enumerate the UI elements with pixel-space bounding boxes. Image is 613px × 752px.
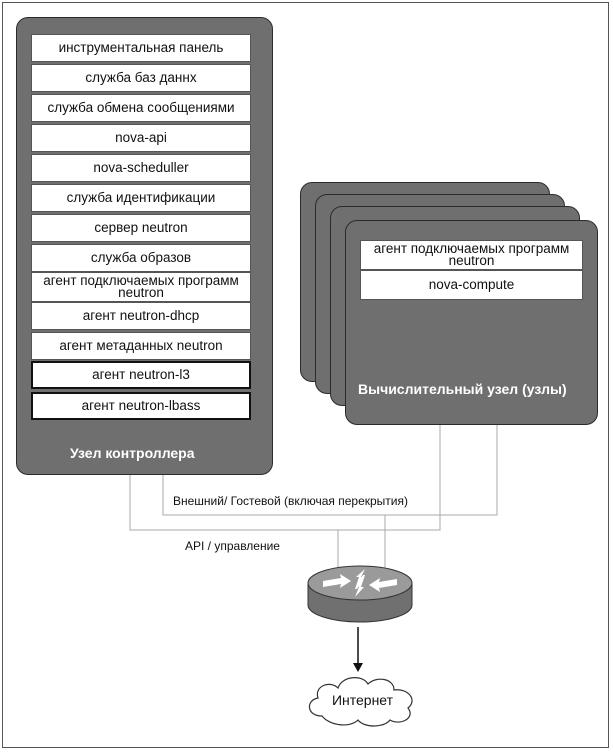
service-nova-api: nova-api — [31, 124, 251, 152]
service-database: служба баз даннх — [31, 64, 251, 92]
service-neutron-dhcp-agent: агент neutron-dhcp — [31, 302, 251, 330]
router-icon — [307, 565, 413, 623]
service-messaging: служба обмена сообщениями — [31, 94, 251, 122]
service-identity: служба идентификации — [31, 184, 251, 212]
management-network-label: API / управление — [182, 539, 283, 553]
internet-link-arrowhead — [353, 663, 363, 672]
service-neutron-l3-agent: агент neutron-l3 — [31, 361, 251, 389]
service-neutron-metadata-agent: агент метаданных neutron — [31, 332, 251, 360]
service-neutron-lbaas-agent: агент neutron-lbass — [31, 392, 251, 420]
compute-service-neutron-plugin-agent: агент подключаемых программ neutron — [360, 240, 583, 270]
service-neutron-server: сервер neutron — [31, 214, 251, 242]
controller-node-title: Узел контроллера — [70, 445, 195, 461]
service-dashboard: инструментальная панель — [31, 34, 251, 62]
external-network-line — [162, 425, 498, 516]
management-network-line — [129, 425, 441, 531]
compute-node-title: Вычислительный узел (узлы) — [358, 381, 567, 397]
controller-node: инструментальная панель служба баз даннх… — [16, 17, 273, 475]
compute-service-nova-compute: nova-compute — [360, 270, 583, 300]
service-neutron-plugin-agent: агент подключаемых программ neutron — [31, 272, 251, 302]
service-image: служба образов — [31, 244, 251, 272]
internet-label: Интернет — [331, 692, 394, 708]
internet-cloud-icon — [308, 677, 413, 727]
external-network-label: Внешний/ Гостевой (включая перекрытия) — [170, 494, 412, 508]
service-nova-scheduler: nova-scheduller — [31, 154, 251, 182]
